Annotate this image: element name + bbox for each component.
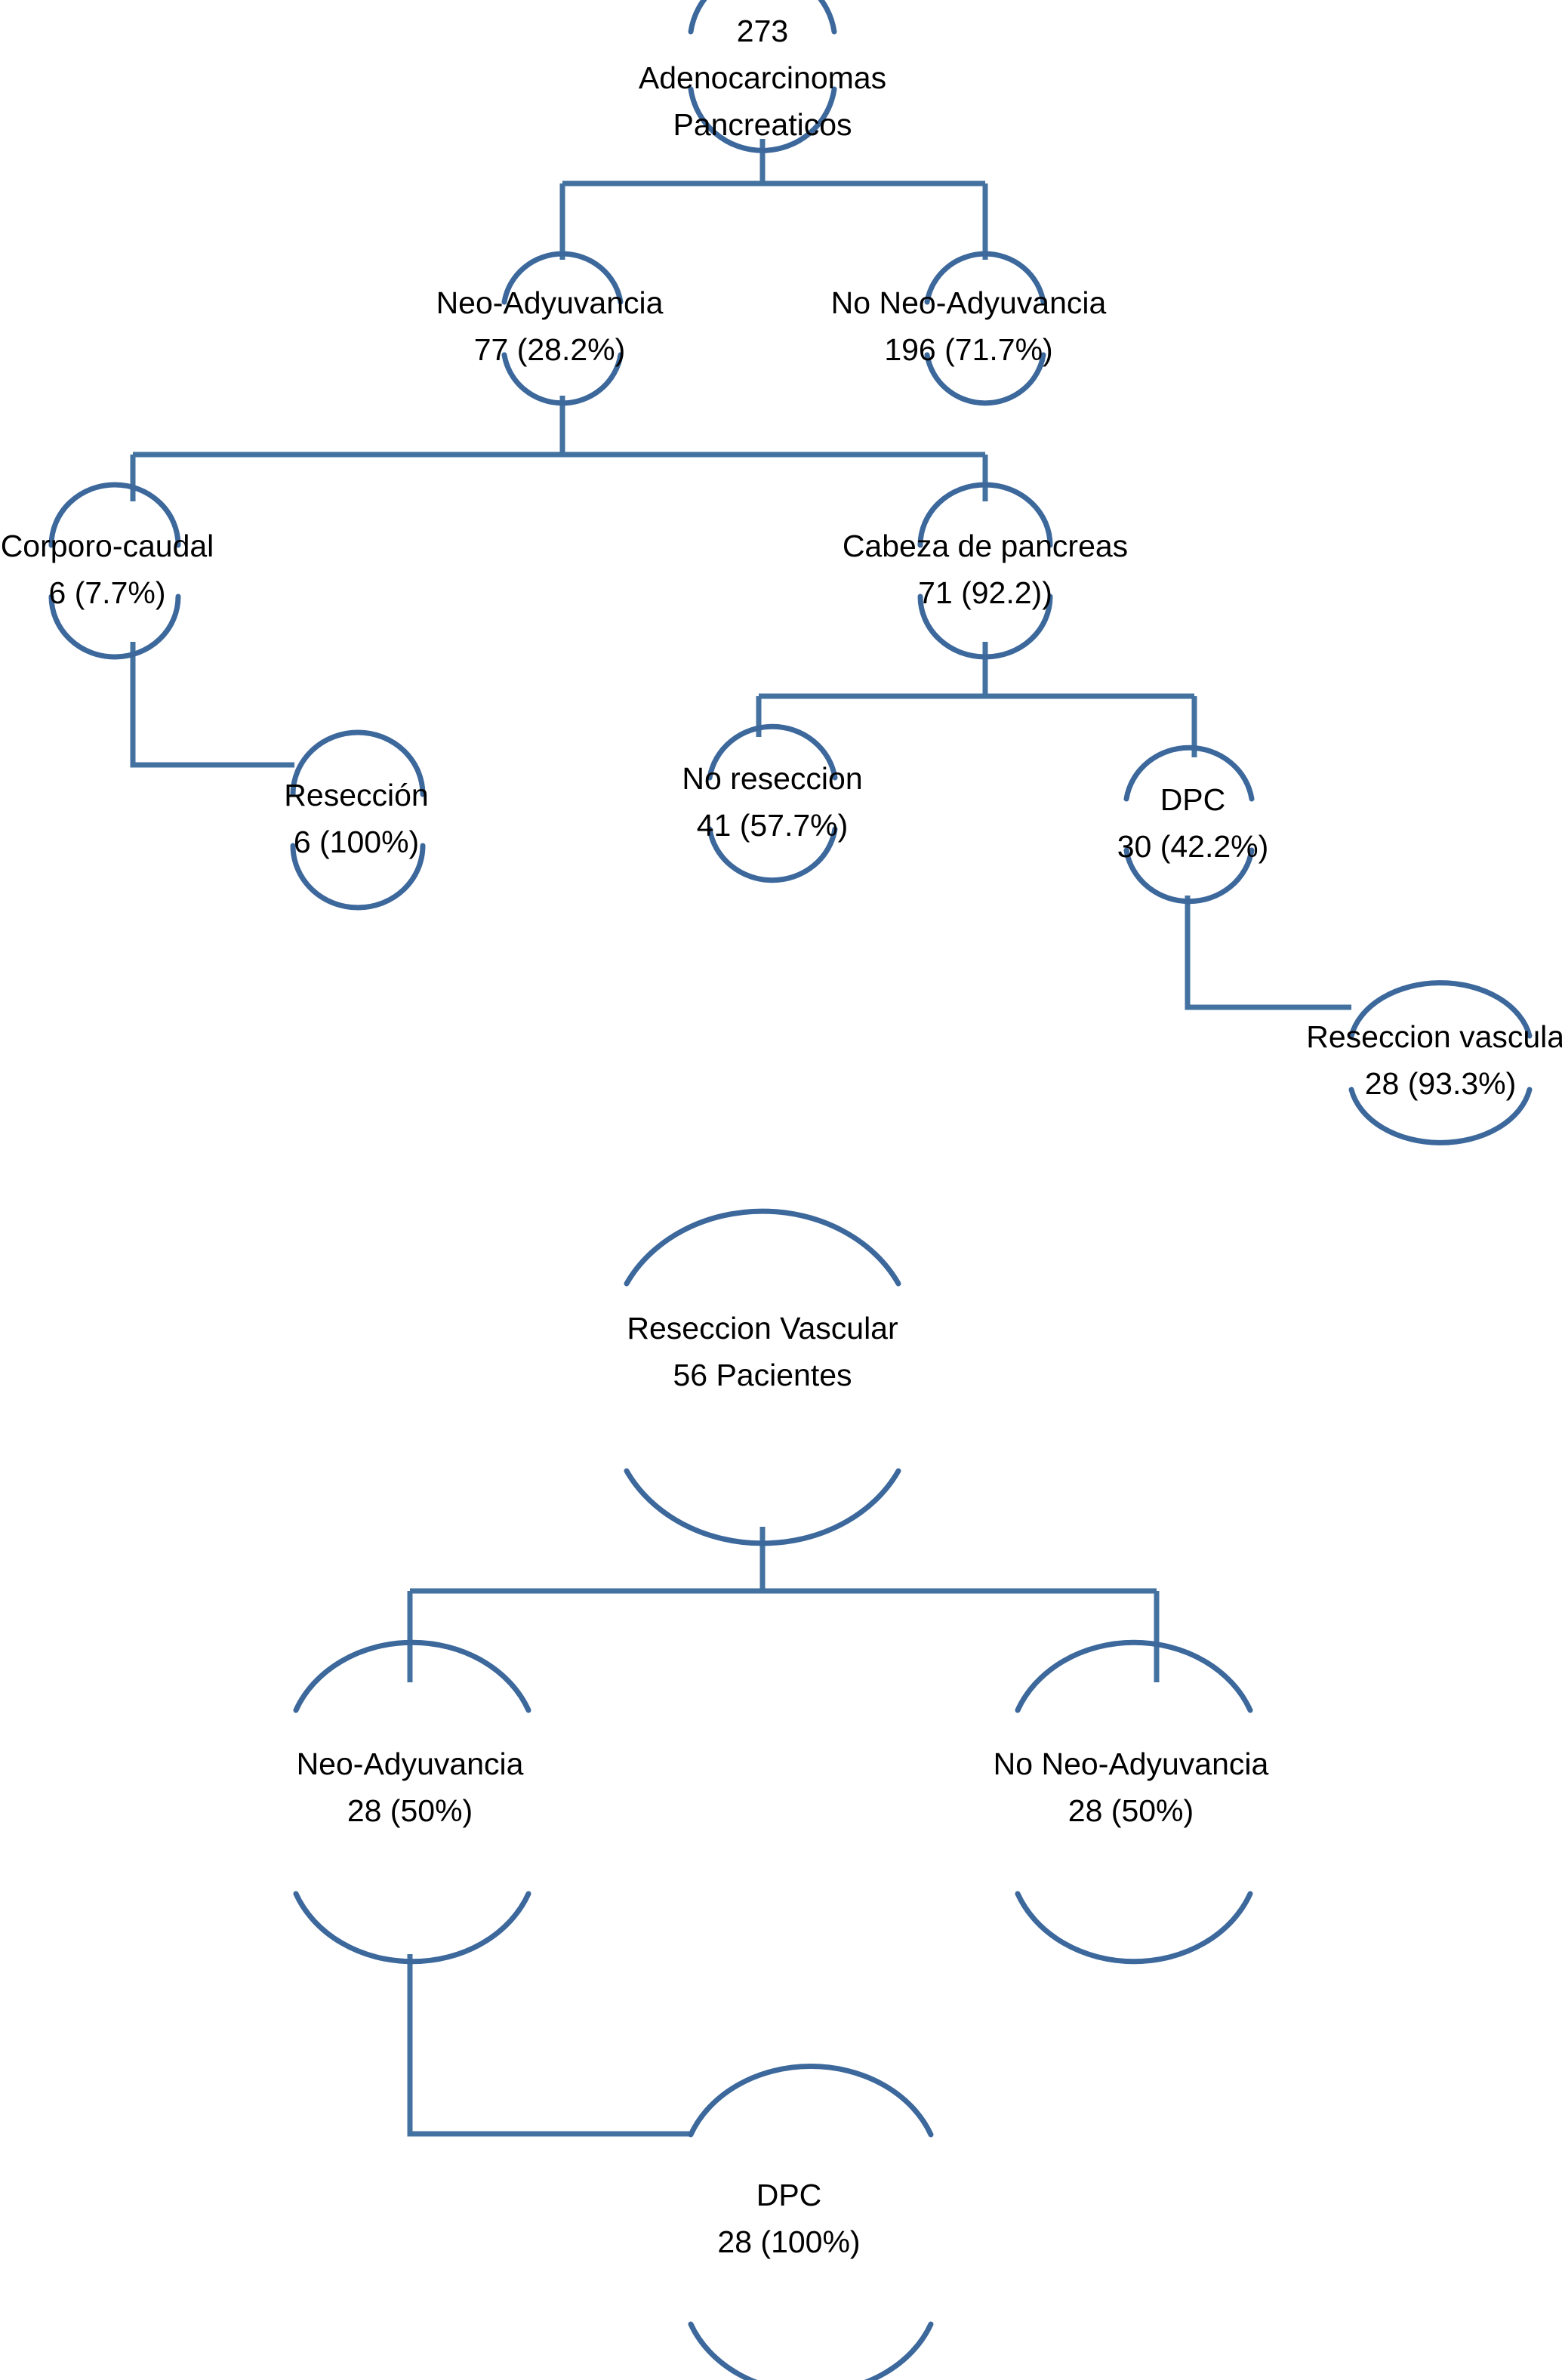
node-label-line: 77 (28.2%): [473, 332, 626, 367]
node-arc-no-neo-adyuvancia-bottom: [924, 352, 1046, 406]
node-arc-neo-adyuvancia-28-bottom: [293, 1891, 531, 1965]
node-label-line: DPC: [1160, 782, 1226, 817]
node-arc-reseccion-top: [290, 729, 426, 797]
node-label-line: Cabeza de pancreas: [842, 529, 1129, 563]
node-arc-reseccion-vascular-top: [1348, 980, 1533, 1039]
node-arc-reseccion-vascular-bottom: [1348, 1087, 1533, 1145]
node-arc-neo-adyuvancia-bottom: [501, 352, 624, 406]
node-arc-dpc-28-bottom: [688, 2321, 934, 2380]
edge-corporo-to-reseccion: [130, 642, 294, 768]
node-label-line: DPC: [756, 2178, 822, 2212]
node-arc-cabeza-de-pancreas-bottom: [917, 593, 1053, 660]
node-label-root-adenocarcinomas: 273 Adenocarcinomas Pancreaticos: [639, 8, 886, 148]
diagram-2-edges: [407, 1527, 1160, 2137]
node-label-line: No Neo-Adyuvancia: [830, 285, 1107, 320]
diagram-1-nodes: [48, 0, 1533, 1145]
node-label-line: 28 (50%): [347, 1793, 473, 1828]
node-label-no-neo-adyuvancia-28: No Neo-Adyuvancia 28 (50%): [994, 1740, 1269, 1834]
node-arc-no-neo-adyuvancia-28-bottom: [1015, 1891, 1253, 1965]
node-arc-reseccion-bottom: [290, 843, 426, 911]
node-label-line: 196 (71.7%): [884, 332, 1053, 367]
node-label-line: Reseccion Vascular: [627, 1311, 898, 1346]
node-label-no-neo-adyuvancia: No Neo-Adyuvancia 196 (71.7%): [831, 279, 1107, 373]
node-label-cabeza-de-pancreas: Cabeza de pancreas 71 (92.2)): [843, 523, 1128, 616]
node-label-line: 30 (42.2%): [1117, 829, 1269, 864]
node-label-line: Adenocarcinomas: [638, 60, 887, 95]
node-label-line: Neo-Adyuvancia: [436, 285, 664, 320]
node-label-dpc: DPC 30 (42.2%): [1117, 776, 1269, 870]
node-label-line: 56 Pacientes: [673, 1358, 852, 1392]
diagram-1-edges: [130, 139, 1351, 1010]
node-label-neo-adyuvancia-28: Neo-Adyuvancia 28 (50%): [297, 1740, 524, 1834]
node-label-no-reseccion: No reseccion 41 (57.7%): [682, 755, 862, 849]
node-arc-no-reseccion-bottom: [707, 826, 838, 883]
node-label-line: Reseccion vascular: [1306, 1019, 1562, 1054]
node-label-line: Pancreaticos: [673, 107, 852, 142]
node-label-reseccion-vascular-56: Reseccion Vascular 56 Pacientes: [627, 1305, 898, 1398]
node-label-line: 6 (7.7%): [48, 575, 166, 610]
node-arc-root-adenocarcinomas-top: [688, 0, 837, 35]
node-arc-dpc-bottom: [1123, 847, 1255, 905]
node-arc-no-neo-adyuvancia-28-top: [1015, 1639, 1253, 1713]
node-label-line: 28 (50%): [1068, 1793, 1194, 1828]
node-label-line: 71 (92.2)): [918, 575, 1052, 610]
node-label-line: Corporo-caudal: [0, 529, 214, 563]
node-arc-corporo-caudal-bottom: [48, 593, 181, 660]
node-label-line: 273: [736, 14, 789, 48]
edge-dpc-to-reseccion-vascular: [1185, 896, 1351, 1010]
node-label-line: Resección: [284, 778, 429, 812]
edge-neo2-to-dpc2: [407, 1954, 691, 2137]
node-label-reseccion: Resección 6 (100%): [284, 772, 428, 865]
node-label-line: No Neo-Adyuvancia: [993, 1746, 1269, 1781]
node-arc-no-neo-adyuvancia-top: [924, 251, 1046, 305]
node-arc-no-reseccion-top: [707, 723, 838, 781]
node-arc-root-adenocarcinomas-bottom: [688, 86, 837, 153]
node-label-line: 41 (57.7%): [696, 808, 849, 843]
node-label-line: 6 (100%): [293, 825, 420, 859]
node-arc-neo-adyuvancia-top: [501, 251, 624, 305]
node-label-neo-adyuvancia: Neo-Adyuvancia 77 (28.2%): [436, 279, 664, 373]
node-arc-dpc-28-top: [688, 2064, 934, 2138]
diagram-2-nodes: [293, 1208, 1253, 2380]
node-label-line: 28 (93.3%): [1364, 1066, 1517, 1101]
node-arc-corporo-caudal-top: [48, 482, 181, 548]
node-arc-reseccion-vascular-56-top: [624, 1208, 901, 1287]
node-label-line: No reseccion: [682, 761, 863, 796]
node-arc-dpc-top: [1123, 745, 1255, 802]
node-arc-cabeza-de-pancreas-top: [917, 482, 1053, 548]
node-arc-reseccion-vascular-56-bottom: [624, 1468, 901, 1546]
node-label-dpc-28: DPC 28 (100%): [717, 2172, 860, 2265]
node-label-line: Neo-Adyuvancia: [296, 1746, 524, 1781]
node-arc-neo-adyuvancia-28-top: [293, 1639, 531, 1713]
node-label-reseccion-vascular-28: Reseccion vascular 28 (93.3%): [1306, 1013, 1562, 1107]
node-label-line: 28 (100%): [717, 2224, 861, 2259]
node-label-corporo-caudal: Corporo-caudal 6 (7.7%): [1, 523, 214, 616]
